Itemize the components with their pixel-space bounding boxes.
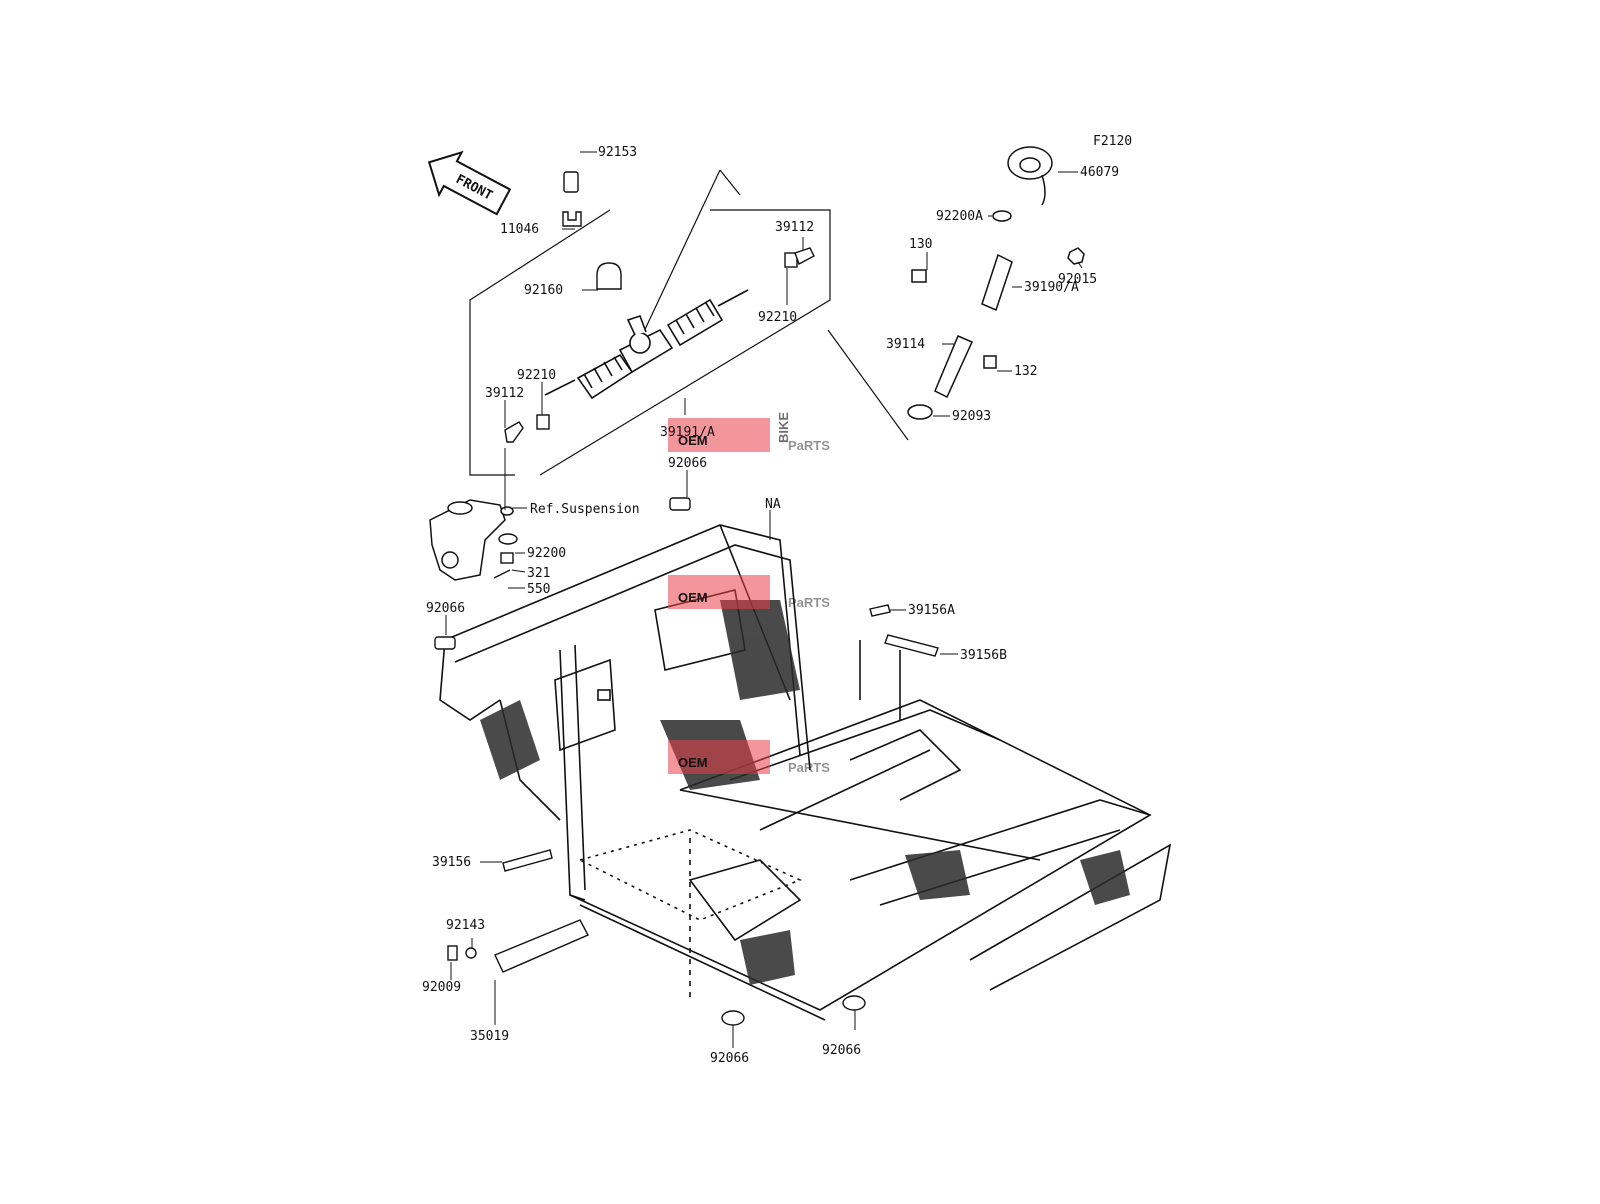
- ref-suspension-label[interactable]: Ref.Suspension: [530, 502, 640, 517]
- svg-text:OEM: OEM: [678, 590, 708, 605]
- callout-92153[interactable]: 92153: [598, 145, 637, 160]
- svg-text:OEM: OEM: [678, 433, 708, 448]
- cap-92066d-icon: [842, 995, 866, 1011]
- diagram-code: F2120: [1093, 134, 1132, 149]
- bolt-92153-icon: [563, 171, 579, 193]
- joint-39114-icon: [934, 335, 973, 399]
- watermark-group: OEM BIKE PaRTS OEM PaRTS OEM PaRTS: [668, 412, 830, 775]
- callout-92066-bottom-right[interactable]: 92066: [822, 1043, 861, 1058]
- nut-92210b-icon: [536, 414, 550, 430]
- watermark-1: OEM BIKE PaRTS: [668, 412, 830, 453]
- callout-92143[interactable]: 92143: [446, 918, 485, 933]
- callout-11046[interactable]: 11046: [500, 222, 539, 237]
- grommet-92066b-icon: [434, 636, 456, 650]
- steering-knuckle: [429, 499, 514, 581]
- bolt-130-icon: [911, 269, 927, 283]
- callout-130[interactable]: 130: [909, 237, 932, 252]
- callout-39156A[interactable]: 39156A: [908, 603, 955, 618]
- rack-hardware: [504, 171, 815, 443]
- washer-92143-icon: [465, 947, 477, 959]
- plate-35019-icon: [494, 919, 589, 973]
- callout-92200[interactable]: 92200: [527, 546, 566, 561]
- callout-321[interactable]: 321: [527, 566, 550, 581]
- callout-92093[interactable]: 92093: [952, 409, 991, 424]
- bolt-132-icon: [983, 355, 997, 369]
- front-arrow-icon: FRONT: [427, 150, 512, 216]
- cap-92066c-icon: [721, 1010, 745, 1026]
- callout-92210-left[interactable]: 92210: [517, 368, 556, 383]
- leader-lines: [445, 151, 1083, 1048]
- callout-39114[interactable]: 39114: [886, 337, 925, 352]
- callout-39156B[interactable]: 39156B: [960, 648, 1007, 663]
- callout-92066-bottom-left[interactable]: 92066: [710, 1051, 749, 1066]
- na-label: NA: [765, 497, 781, 512]
- watermark-3: OEM PaRTS: [668, 740, 830, 775]
- pad-39156B-icon: [884, 634, 939, 657]
- callout-39191A[interactable]: 39191/A: [660, 425, 715, 440]
- callout-labels: 92153 11046 92160 39112 92210 92210 3911…: [422, 145, 1119, 1066]
- svg-text:PaRTS: PaRTS: [788, 595, 830, 610]
- tie-rod-end-39112b-icon: [504, 421, 524, 443]
- svg-text:PaRTS: PaRTS: [788, 438, 830, 453]
- nut-321-icon: [500, 552, 514, 564]
- callout-92066-top[interactable]: 92066: [668, 456, 707, 471]
- callout-39112-right[interactable]: 39112: [775, 220, 814, 235]
- nut-92015-icon: [1067, 247, 1085, 265]
- callout-35019[interactable]: 35019: [470, 1029, 509, 1044]
- svg-text:PaRTS: PaRTS: [788, 760, 830, 775]
- callout-39156[interactable]: 39156: [432, 855, 471, 870]
- rack-exploded-frame: [469, 169, 909, 476]
- watermark-2: OEM PaRTS: [668, 575, 830, 610]
- washer-92200A-icon: [992, 210, 1012, 222]
- grommet-92093-icon: [907, 404, 933, 420]
- steering-shaft-assembly: [907, 146, 1085, 420]
- pad-39156A-icon: [869, 604, 891, 617]
- callout-92160[interactable]: 92160: [524, 283, 563, 298]
- steering-rack: [544, 289, 749, 400]
- callout-92015[interactable]: 92015: [1058, 272, 1097, 287]
- callout-39112-left[interactable]: 39112: [485, 386, 524, 401]
- tie-rod-end-39112-icon: [794, 247, 815, 265]
- bushing-92160-icon: [596, 262, 622, 290]
- callout-46079[interactable]: 46079: [1080, 165, 1119, 180]
- callout-92210-right[interactable]: 92210: [758, 310, 797, 325]
- svg-text:OEM: OEM: [678, 755, 708, 770]
- bolt-92009-icon: [447, 945, 458, 961]
- callout-92200A[interactable]: 92200A: [936, 209, 983, 224]
- callout-550[interactable]: 550: [527, 582, 550, 597]
- callout-39190A[interactable]: 39190/A: [1024, 280, 1079, 295]
- clamp-11046-icon: [562, 211, 582, 227]
- svg-text:BIKE: BIKE: [776, 412, 791, 443]
- pad-39156-icon: [502, 849, 553, 872]
- callout-92009[interactable]: 92009: [422, 980, 461, 995]
- grommet-92066a-icon: [669, 497, 691, 511]
- callout-92066-left[interactable]: 92066: [426, 601, 465, 616]
- pin-550-icon: [493, 569, 511, 579]
- callout-132[interactable]: 132: [1014, 364, 1037, 379]
- washer-92200-icon: [498, 533, 518, 545]
- shaft-39190-icon: [981, 253, 1013, 312]
